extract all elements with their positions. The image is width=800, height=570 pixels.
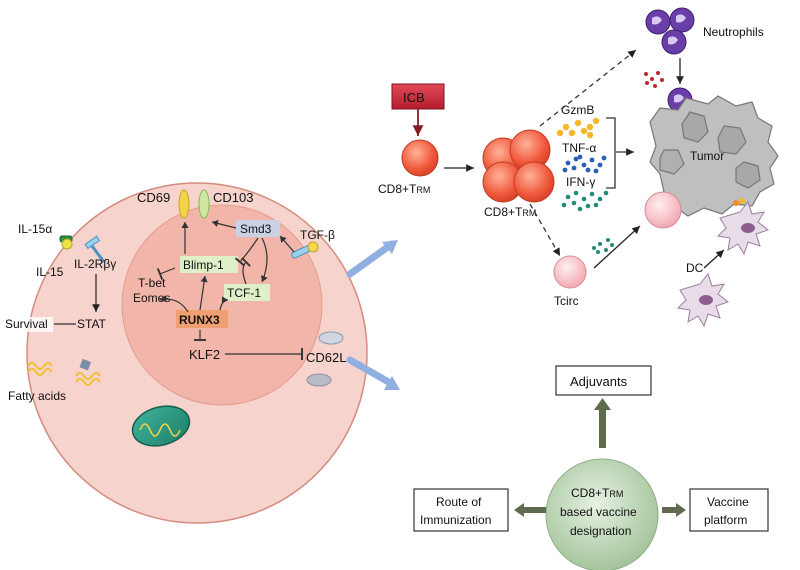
tumor-label: Tumor — [690, 149, 724, 163]
tgfb-receptor-icon — [291, 241, 319, 259]
cd69-receptor — [178, 189, 190, 219]
vaccine-center-line3: designation — [570, 524, 631, 538]
cd103-receptor — [198, 189, 210, 219]
ifng-dots — [561, 190, 609, 212]
vaccine-center-line2: based vaccine — [560, 505, 637, 519]
klf2-label: KLF2 — [189, 347, 220, 362]
granule-dots — [644, 71, 664, 88]
cd8-trm-label-1: CD8+TRM — [378, 182, 430, 196]
gzmb-label: GzmB — [561, 103, 594, 117]
mitochondrion-icon — [131, 405, 191, 447]
vaccine-center-line1: CD8+TRM — [571, 486, 623, 500]
arrow-to-adjuvants — [594, 398, 611, 448]
tnfa-label: TNF-α — [562, 141, 596, 155]
icb-label: ICB — [403, 90, 425, 105]
gzmb-dots — [556, 117, 600, 139]
blue-arrow-up — [346, 240, 398, 278]
trm-to-neutrophil-arrow — [539, 49, 637, 127]
cd8-trm-single-cell — [401, 139, 439, 177]
tcirc-cytokine-dots — [592, 238, 614, 254]
neutrophil-cluster-icon — [645, 7, 695, 55]
icb-box: ICB — [391, 83, 445, 110]
il15-label: IL-15 — [36, 265, 64, 279]
runx3-label: RUNX3 — [179, 313, 220, 327]
cytokine-bracket — [606, 117, 616, 189]
tcf1-node: TCF-1 — [224, 284, 270, 301]
platform-line1: Vaccine — [707, 495, 749, 509]
platform-line2: platform — [704, 513, 747, 527]
dendritic-cell-upper-icon — [716, 198, 770, 256]
cd8-trm-cluster — [482, 129, 555, 203]
fatty-acids-label: Fatty acids — [8, 389, 66, 403]
adjuvants-label: Adjuvants — [570, 374, 628, 389]
neutrophils-label: Neutrophils — [703, 25, 764, 39]
arrow-to-route — [514, 503, 546, 517]
tcirc-label: Tcirc — [554, 294, 579, 308]
blue-arrow-down — [346, 356, 400, 390]
cd69-label: CD69 — [137, 190, 170, 205]
dc-label: DC — [686, 261, 704, 275]
tcirc-to-effector-arrow — [593, 225, 641, 269]
il15-receptor-icon — [59, 235, 106, 263]
trm-to-tcirc-arrow — [529, 203, 561, 257]
cd8-trm-label-2: CD8+TRM — [484, 205, 536, 219]
eomes-label: Eomes — [133, 291, 170, 305]
tgfb-label: TGF-β — [300, 228, 335, 242]
effector-tcell — [644, 191, 682, 229]
smd3-node: Smd3 — [236, 220, 280, 237]
route-line2: Immunization — [420, 513, 491, 527]
blimp1-node: Blimp-1 — [180, 256, 238, 273]
arrow-to-platform — [662, 503, 686, 517]
tnfa-dots — [562, 154, 607, 174]
runx3-node: RUNX3 — [176, 310, 228, 328]
route-box: Route of Immunization — [413, 488, 509, 532]
il15a-label: IL-15α — [18, 222, 52, 236]
adjuvants-box: Adjuvants — [555, 365, 652, 396]
survival-label: Survival — [5, 317, 48, 331]
cd62l-label: CD62L — [306, 350, 346, 365]
smd3-label: Smd3 — [240, 222, 272, 236]
tf-network-edges — [156, 219, 303, 360]
dc-migration-arrow — [703, 249, 725, 269]
cd103-label: CD103 — [213, 190, 253, 205]
il2rbg-label: IL-2Rβγ — [74, 257, 116, 271]
route-line1: Route of — [436, 495, 482, 509]
stat-label: STAT — [77, 317, 107, 331]
tcf1-label: TCF-1 — [227, 286, 261, 300]
tumor-mass — [649, 95, 779, 217]
platform-box: Vaccine platform — [689, 488, 769, 532]
ifng-label: IFN-γ — [566, 175, 595, 189]
fatty-acid-icon — [27, 358, 101, 386]
vaccine-design-circle: CD8+TRM based vaccine designation — [545, 458, 659, 570]
blimp1-label: Blimp-1 — [183, 258, 224, 272]
tcirc-cell — [553, 255, 587, 289]
tbet-label: T-bet — [138, 276, 166, 290]
dendritic-cell-lower-icon — [676, 272, 730, 328]
cd62l-receptor — [306, 331, 344, 387]
